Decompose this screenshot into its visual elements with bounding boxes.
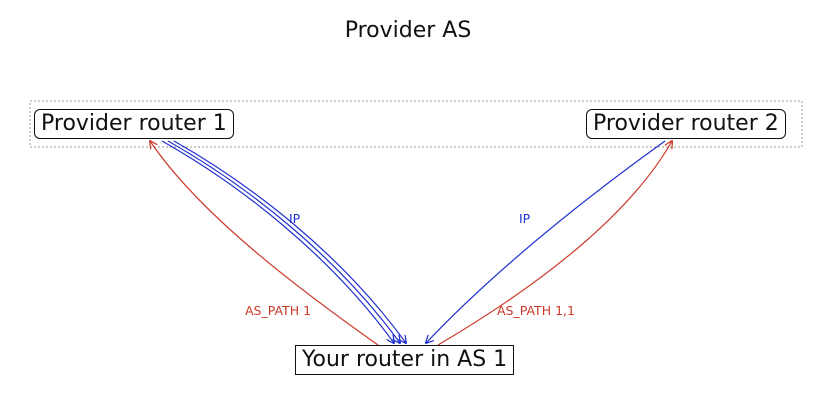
as-path-arrow-right [437,141,672,346]
as-path-label-right: AS_PATH 1,1 [497,303,575,318]
as-path-arrow-left [150,141,379,346]
ip-label-right: IP [519,211,531,226]
provider-router-1-node: Provider router 1 [34,109,234,139]
provider-as-group [29,100,803,148]
ip-arrow-left-1 [161,140,394,343]
your-router-node: Your router in AS 1 [295,345,515,375]
ip-arrow-left-3 [173,140,406,343]
provider-router-2-node: Provider router 2 [586,109,786,139]
ip-arrow-right [426,140,666,343]
diagram-title: Provider AS [344,18,472,43]
ip-label-left: IP [289,211,301,226]
as-path-label-left: AS_PATH 1 [245,303,312,318]
ip-arrow-left-2 [167,140,400,343]
